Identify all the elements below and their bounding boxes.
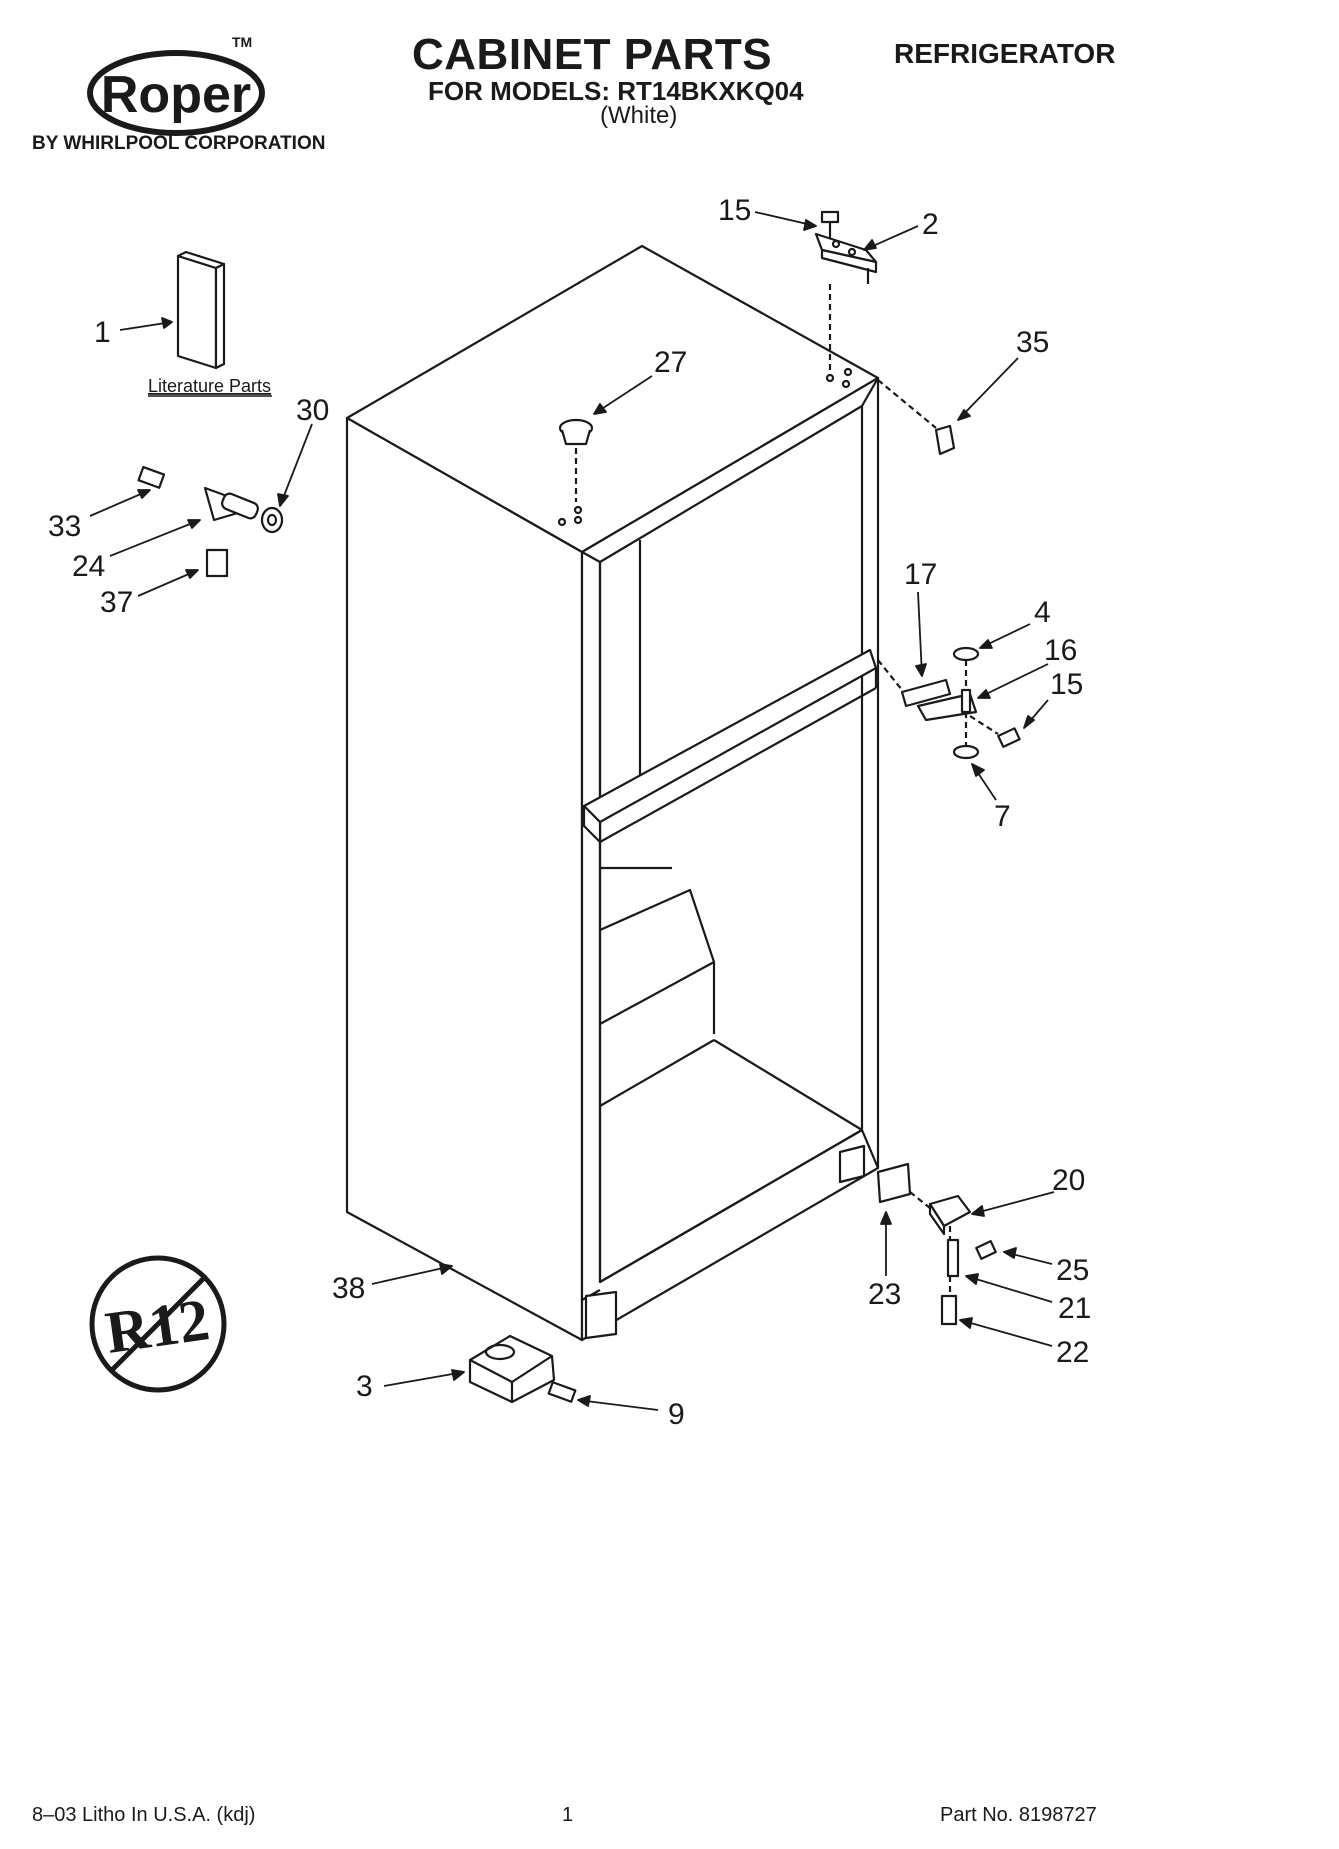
center-hinge-icon	[900, 646, 1021, 760]
color-line: (White)	[600, 102, 678, 129]
top-hinge-icon	[814, 232, 878, 284]
callout-3: 3	[356, 1370, 373, 1403]
callout-23: 23	[868, 1278, 901, 1311]
plug-icon	[558, 418, 594, 446]
product-type: REFRIGERATOR	[894, 38, 1116, 69]
corner-cover-icon	[934, 424, 956, 456]
callout-22: 22	[1056, 1336, 1089, 1369]
roper-logo-icon: Roper	[87, 50, 265, 136]
leveler-screw-icon	[547, 1381, 577, 1403]
literature-booklet-icon	[176, 250, 226, 370]
callout-15-top: 15	[718, 194, 751, 227]
callout-15-center: 15	[1050, 668, 1083, 701]
r12-text: R12	[102, 1286, 214, 1366]
callout-27: 27	[654, 346, 687, 379]
divider-rail	[582, 648, 878, 844]
trademark-mark: TM	[232, 34, 253, 50]
logo-text: Roper	[101, 66, 251, 124]
literature-label: Literature Parts	[148, 376, 271, 396]
callout-37: 37	[100, 586, 133, 619]
bottom-hinge-icon	[876, 1162, 997, 1326]
callout-2: 2	[922, 208, 939, 241]
brand-line: BY WHIRLPOOL CORPORATION	[32, 133, 326, 154]
callout-25: 25	[1056, 1254, 1089, 1287]
callout-20: 20	[1052, 1164, 1085, 1197]
callout-numbers: 1 2 3 4 7 9 15 15 16 17 20 21 22 23 24 2…	[48, 194, 1091, 1431]
callout-24: 24	[72, 550, 105, 583]
callout-33: 33	[48, 510, 81, 543]
page-title: CABINET PARTS	[412, 30, 773, 79]
models-line: FOR MODELS: RT14BKXKQ04	[428, 76, 804, 106]
callout-21: 21	[1058, 1292, 1091, 1325]
leader-lines	[89, 211, 1055, 1411]
hinge-pin-assembly-icon	[137, 465, 284, 578]
part-number: Part No. 8198727	[940, 1804, 1097, 1826]
page-number: 1	[562, 1804, 574, 1826]
cabinet-body	[345, 244, 880, 1342]
callout-17: 17	[904, 558, 937, 591]
hinge-screw-icon	[820, 210, 840, 238]
callout-4: 4	[1034, 596, 1051, 629]
leveler-leg-icon	[468, 1334, 556, 1404]
callout-16: 16	[1044, 634, 1077, 667]
callout-1: 1	[94, 316, 111, 349]
litho-line: 8–03 Litho In U.S.A. (kdj)	[32, 1804, 256, 1826]
callout-30: 30	[296, 394, 329, 427]
no-r12-symbol-icon	[89, 1255, 227, 1393]
callout-7: 7	[994, 800, 1011, 833]
callout-9: 9	[668, 1398, 685, 1431]
callout-35: 35	[1016, 326, 1049, 359]
callout-38: 38	[332, 1272, 365, 1305]
